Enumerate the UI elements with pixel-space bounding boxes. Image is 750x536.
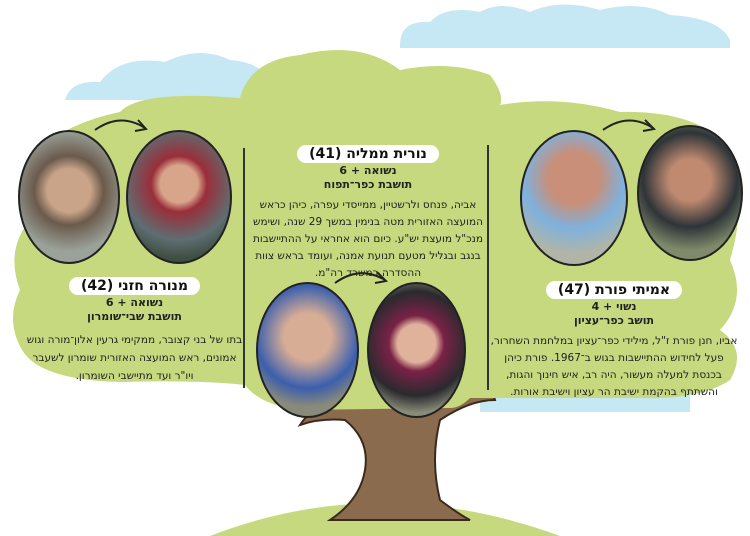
person-name: אמיתי פורת (47) xyxy=(545,281,683,299)
parent-photo xyxy=(520,130,628,266)
bio: אביו, חנן פורת ז"ל, מילידי כפר־עציון במל… xyxy=(490,335,738,398)
daughter-photo xyxy=(367,282,466,418)
bio: אביה, פנחס ולרשטיין, ממייסדי עפרה, כיהן … xyxy=(252,199,484,279)
divider xyxy=(487,145,489,390)
residence: תושבת שבי־שומרון xyxy=(87,310,182,323)
family-status: נשוי + 4 xyxy=(591,300,637,313)
family-status: נשואה + 6 xyxy=(105,296,164,309)
person-card: נורית ממליה (41) נשואה + 6 תושבת כפר־תפו… xyxy=(252,143,484,282)
person-name: מנורה חזני (42) xyxy=(68,277,201,295)
family-status: נשואה + 6 xyxy=(339,164,397,177)
divider xyxy=(243,148,245,388)
person-card: מנורה חזני (42) נשואה + 6 תושבת שבי־שומר… xyxy=(22,275,247,385)
residence: תושבת כפר־תפוח xyxy=(323,178,413,191)
son-photo xyxy=(637,125,743,261)
residence: תושב כפר־עציון xyxy=(573,314,655,327)
daughter-photo xyxy=(126,130,232,264)
bio: בתו של בני קצובר, ממקימי גרעין אלון־מורה… xyxy=(26,334,243,382)
parent-photo xyxy=(18,130,120,264)
parent-photo xyxy=(256,282,359,418)
person-name: נורית ממליה (41) xyxy=(297,145,439,163)
clouds xyxy=(65,4,730,412)
arrows xyxy=(94,119,657,284)
person-card: אמיתי פורת (47) נשוי + 4 תושב כפר־עציון … xyxy=(488,279,740,401)
